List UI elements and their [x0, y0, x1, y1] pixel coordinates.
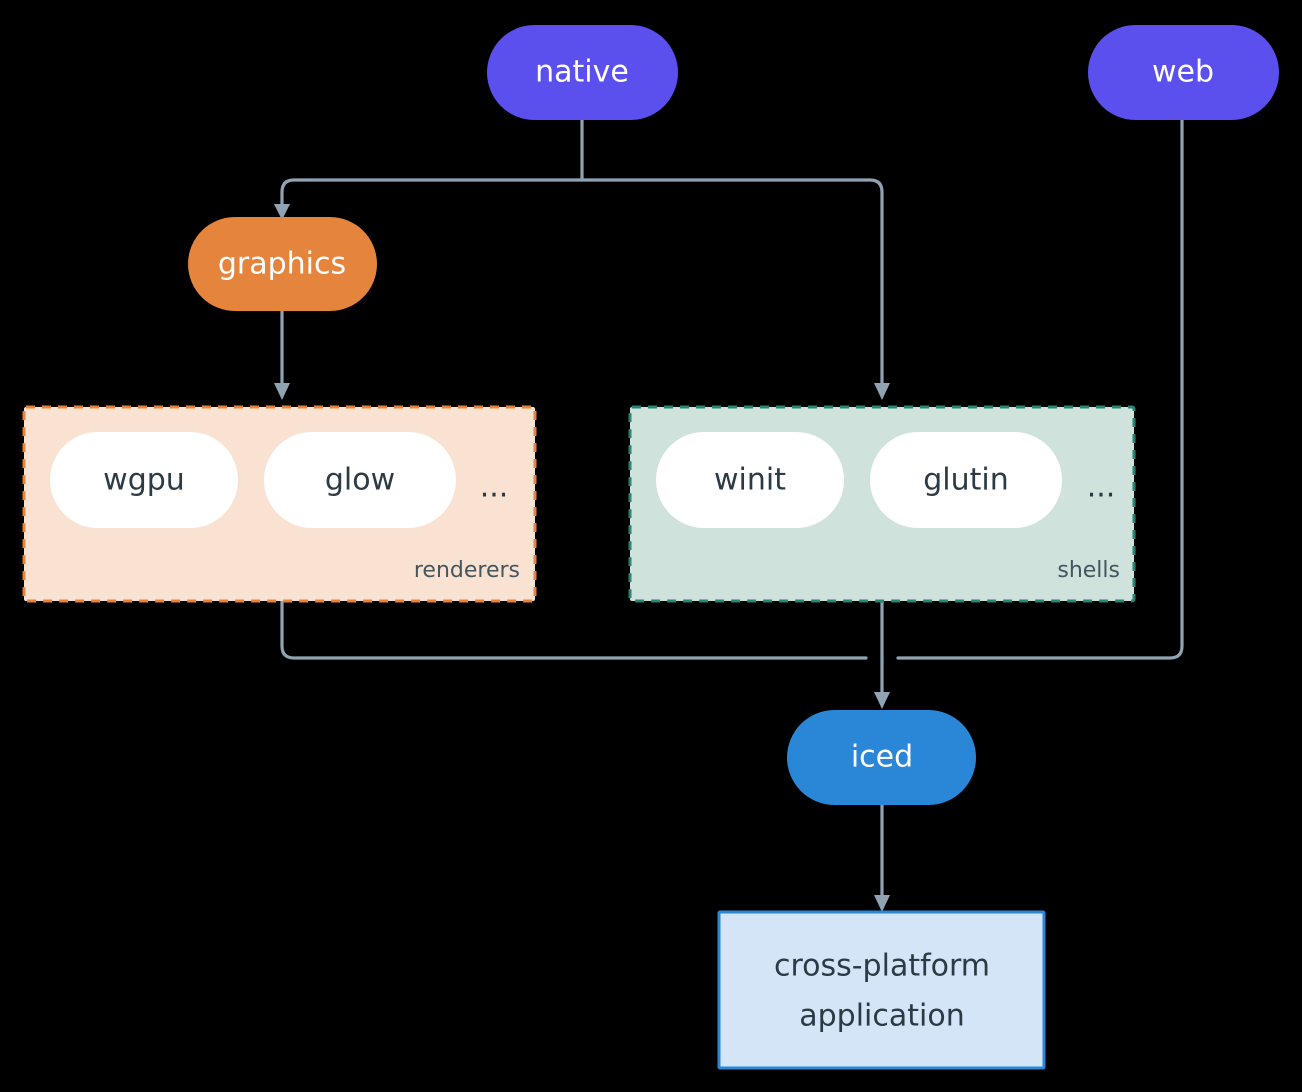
- node-graphics[interactable]: graphics: [188, 217, 377, 311]
- application-label-line-1: cross-platform: [774, 949, 990, 984]
- iced-pill[interactable]: [787, 710, 976, 805]
- glow-label: glow: [325, 463, 395, 498]
- group-shells: winit glutin ... shells: [628, 405, 1136, 603]
- shells-caption: shells: [1057, 558, 1120, 583]
- winit-label: winit: [714, 463, 786, 498]
- winit-pill[interactable]: [656, 432, 844, 528]
- native-label: native: [535, 55, 629, 90]
- group-renderers: wgpu glow ... renderers: [22, 405, 537, 603]
- shells-item-glutin[interactable]: glutin: [870, 432, 1062, 528]
- glow-pill[interactable]: [264, 432, 456, 528]
- node-iced[interactable]: iced: [787, 710, 976, 805]
- application-label-line-2: application: [799, 999, 964, 1034]
- renderers-item-glow[interactable]: glow: [264, 432, 456, 528]
- node-web[interactable]: web: [1088, 25, 1279, 120]
- shells-overflow-ellipsis: ...: [1087, 470, 1116, 505]
- glutin-pill[interactable]: [870, 432, 1062, 528]
- edge-native-to-graphics: [280, 178, 584, 208]
- edge-native-to-shells: [580, 178, 884, 386]
- wgpu-pill[interactable]: [50, 432, 238, 528]
- web-label: web: [1152, 55, 1214, 90]
- renderers-caption: renderers: [414, 558, 520, 583]
- arrowhead-merge-to-iced: [874, 692, 890, 709]
- application-box[interactable]: [717, 910, 1046, 1070]
- edge-layer: [274, 118, 1184, 912]
- glutin-label: glutin: [923, 463, 1009, 498]
- node-application[interactable]: cross-platform application: [717, 910, 1046, 1070]
- graphics-pill[interactable]: [188, 217, 377, 311]
- web-pill[interactable]: [1088, 25, 1279, 120]
- node-native[interactable]: native: [487, 25, 678, 120]
- arrowhead-native-to-shells: [874, 383, 890, 400]
- edge-web-to-iced: [896, 118, 1184, 660]
- arrowhead-iced-to-application: [874, 895, 890, 912]
- native-pill[interactable]: [487, 25, 678, 120]
- graphics-label: graphics: [218, 247, 346, 282]
- edge-renderers-to-iced: [280, 599, 868, 660]
- iced-label: iced: [851, 740, 913, 775]
- arrowhead-graphics-to-renderers: [274, 383, 290, 400]
- renderers-overflow-ellipsis: ...: [480, 470, 509, 505]
- arrowhead-native-to-graphics: [274, 204, 290, 220]
- renderers-item-wgpu[interactable]: wgpu: [50, 432, 238, 528]
- shells-item-winit[interactable]: winit: [656, 432, 844, 528]
- wgpu-label: wgpu: [103, 463, 185, 498]
